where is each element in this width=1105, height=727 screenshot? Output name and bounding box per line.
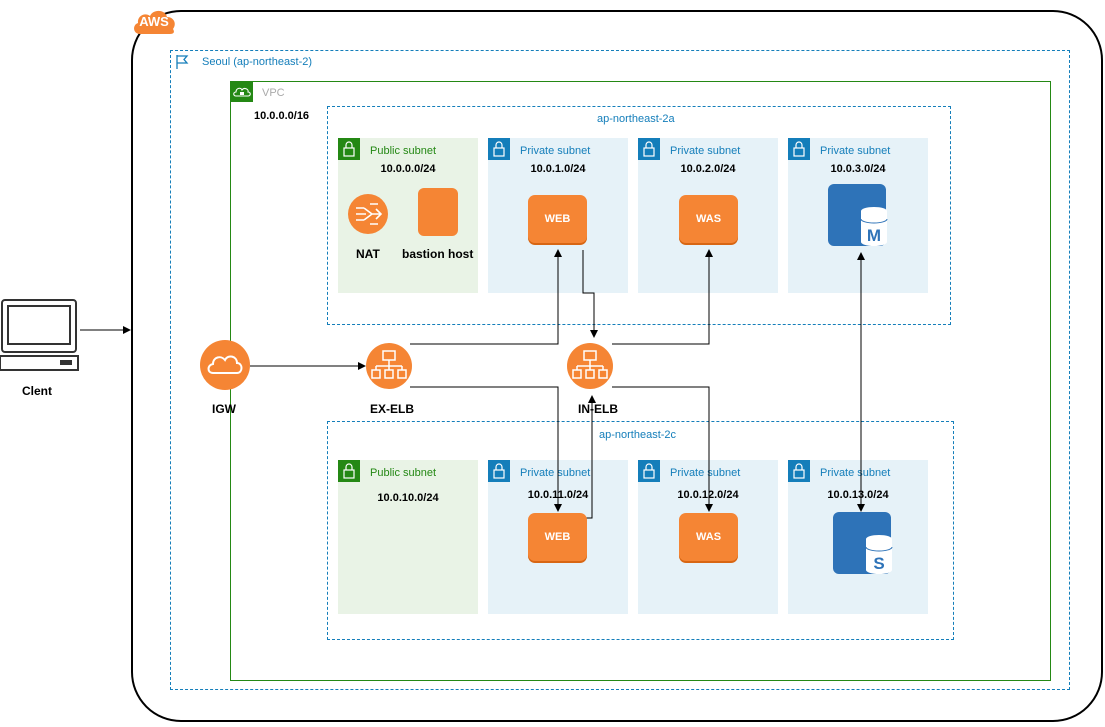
aws-label: AWS — [139, 14, 169, 29]
internet-gateway-icon — [200, 340, 250, 390]
subnet-cidr: 10.0.10.0/24 — [377, 492, 439, 504]
subnet-title: Private subnet — [670, 467, 741, 479]
cloud-icon — [134, 10, 175, 34]
region-label: Seoul (ap-northeast-2) — [202, 56, 313, 68]
subnet-cidr: 10.0.12.0/24 — [677, 489, 739, 501]
web-a-to-in-elb-edge — [582, 250, 598, 338]
subnet-title: Private subnet — [520, 467, 591, 479]
bastion-host-label: bastion host — [402, 247, 474, 261]
lock-icon — [338, 138, 360, 160]
az-c-group — [327, 421, 954, 640]
subnet-cidr: 10.0.0.0/24 — [380, 163, 436, 175]
was-server-label: WAS — [695, 213, 722, 225]
lock-icon — [638, 460, 660, 482]
lock-icon — [488, 460, 510, 482]
region-group — [170, 50, 1070, 690]
rds-master-icon: M — [828, 184, 888, 246]
nat-label: NAT — [356, 247, 380, 261]
aws-cloud-boundary — [131, 10, 1103, 722]
subnet-title: Public subnet — [370, 145, 437, 157]
lock-icon — [788, 138, 810, 160]
subnet-title: Private subnet — [820, 467, 891, 479]
private-subnet-was-c: Private subnet 10.0.12.0/24 — [638, 460, 778, 614]
web-c-to-in-elb-edge — [586, 395, 596, 519]
was-server-c: WAS — [679, 513, 738, 561]
az-a-label: ap-northeast-2a — [597, 113, 675, 125]
ex-elb-label: EX-ELB — [370, 402, 415, 416]
az-c-label: ap-northeast-2c — [599, 429, 677, 441]
subnet-title: Private subnet — [820, 145, 891, 157]
was-server-a: WAS — [679, 195, 738, 243]
vpc-cidr: 10.0.0.0/16 — [254, 110, 310, 122]
lock-icon — [638, 138, 660, 160]
lock-icon — [788, 460, 810, 482]
igw-label: IGW — [212, 402, 236, 416]
load-balancer-icon — [366, 343, 412, 389]
bastion-host-icon — [418, 188, 458, 236]
load-balancer-icon — [567, 343, 613, 389]
was-server-label: WAS — [695, 531, 722, 543]
db-master-letter: M — [867, 226, 881, 245]
web-server-c: WEB — [528, 513, 587, 561]
client-laptop-icon — [0, 299, 79, 371]
public-subnet-c: Public subnet 10.0.10.0/24 — [338, 460, 478, 614]
lock-icon — [488, 138, 510, 160]
web-server-a: WEB — [528, 195, 587, 243]
subnet-cidr: 10.0.2.0/24 — [680, 163, 736, 175]
subnet-title: Private subnet — [520, 145, 591, 157]
nat-gateway-icon — [348, 194, 388, 234]
ex-elb-to-web-c-edge — [410, 386, 562, 512]
web-server-label: WEB — [544, 531, 571, 543]
client-label: Clent — [22, 384, 52, 398]
rds-slave-icon: S — [833, 512, 893, 574]
in-elb-to-was-a-edge — [612, 249, 713, 345]
region-flag-icon — [172, 52, 192, 72]
ex-elb-to-web-a-edge — [410, 249, 562, 345]
vpc-cloud-lock-icon — [231, 82, 253, 102]
subnet-cidr: 10.0.1.0/24 — [530, 163, 586, 175]
in-elb-label: IN-ELB — [578, 402, 618, 416]
az-a-group — [327, 106, 951, 325]
in-elb-to-was-c-edge — [612, 386, 713, 512]
web-server-label: WEB — [544, 213, 571, 225]
subnet-cidr: 10.0.3.0/24 — [830, 163, 886, 175]
aws-cloud-badge: AWS — [131, 6, 177, 38]
subnet-title: Private subnet — [670, 145, 741, 157]
db-slave-letter: S — [873, 554, 884, 573]
vpc-label: VPC — [262, 87, 285, 99]
subnet-title: Public subnet — [370, 467, 437, 479]
lock-icon — [338, 460, 360, 482]
